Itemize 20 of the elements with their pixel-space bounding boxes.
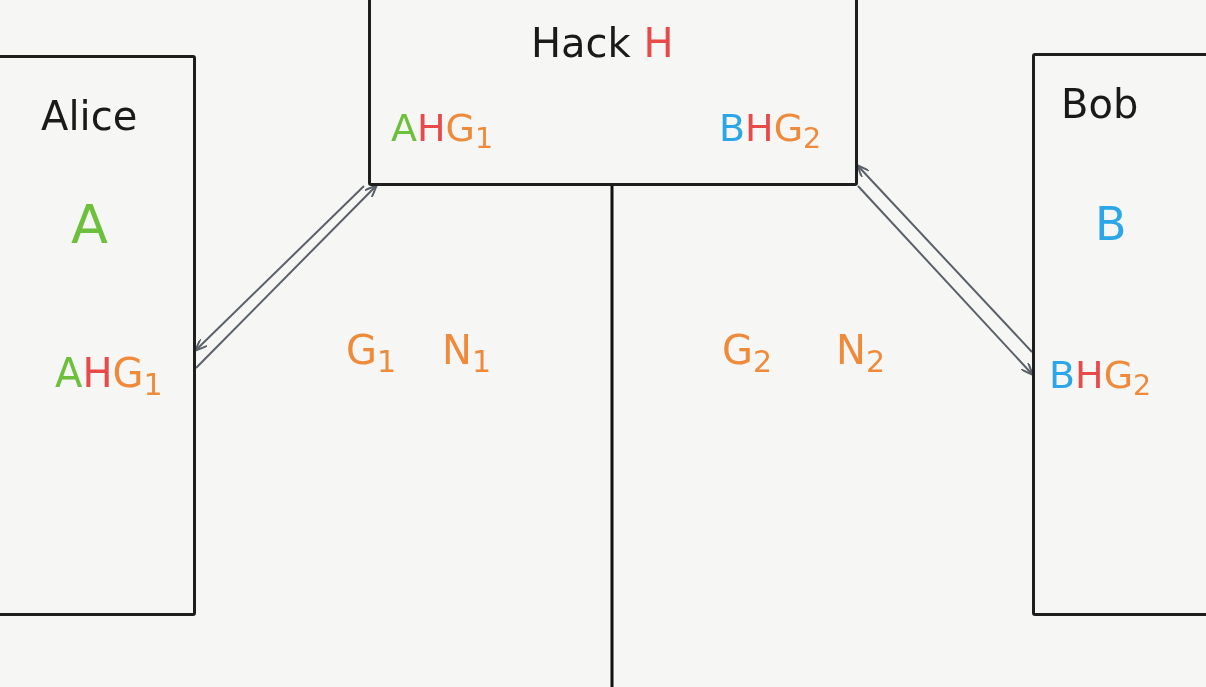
person-box [368,0,858,186]
key-text: AHG$_{1}$ [55,353,163,393]
arrow [195,184,378,369]
variable-label: N$_{1}$ [442,330,491,370]
key-text: BHG$_{2}$ [719,109,822,147]
person-box [0,55,196,616]
key-text: B [1095,201,1127,247]
arrow [857,185,1034,376]
arrow [194,185,365,352]
key-text: A [71,198,108,252]
box-title: Alice [41,96,138,136]
key-text: AHG$_{1}$ [391,109,494,147]
person-box [1032,53,1206,616]
box-title: Hack H [531,23,674,63]
box-title: Bob [1061,84,1139,124]
variable-label: N$_{2}$ [836,330,885,370]
arrow [856,164,1033,353]
variable-label: G$_{1}$ [346,330,397,370]
variable-label: G$_{2}$ [722,330,773,370]
key-text: BHG$_{2}$ [1049,356,1152,394]
